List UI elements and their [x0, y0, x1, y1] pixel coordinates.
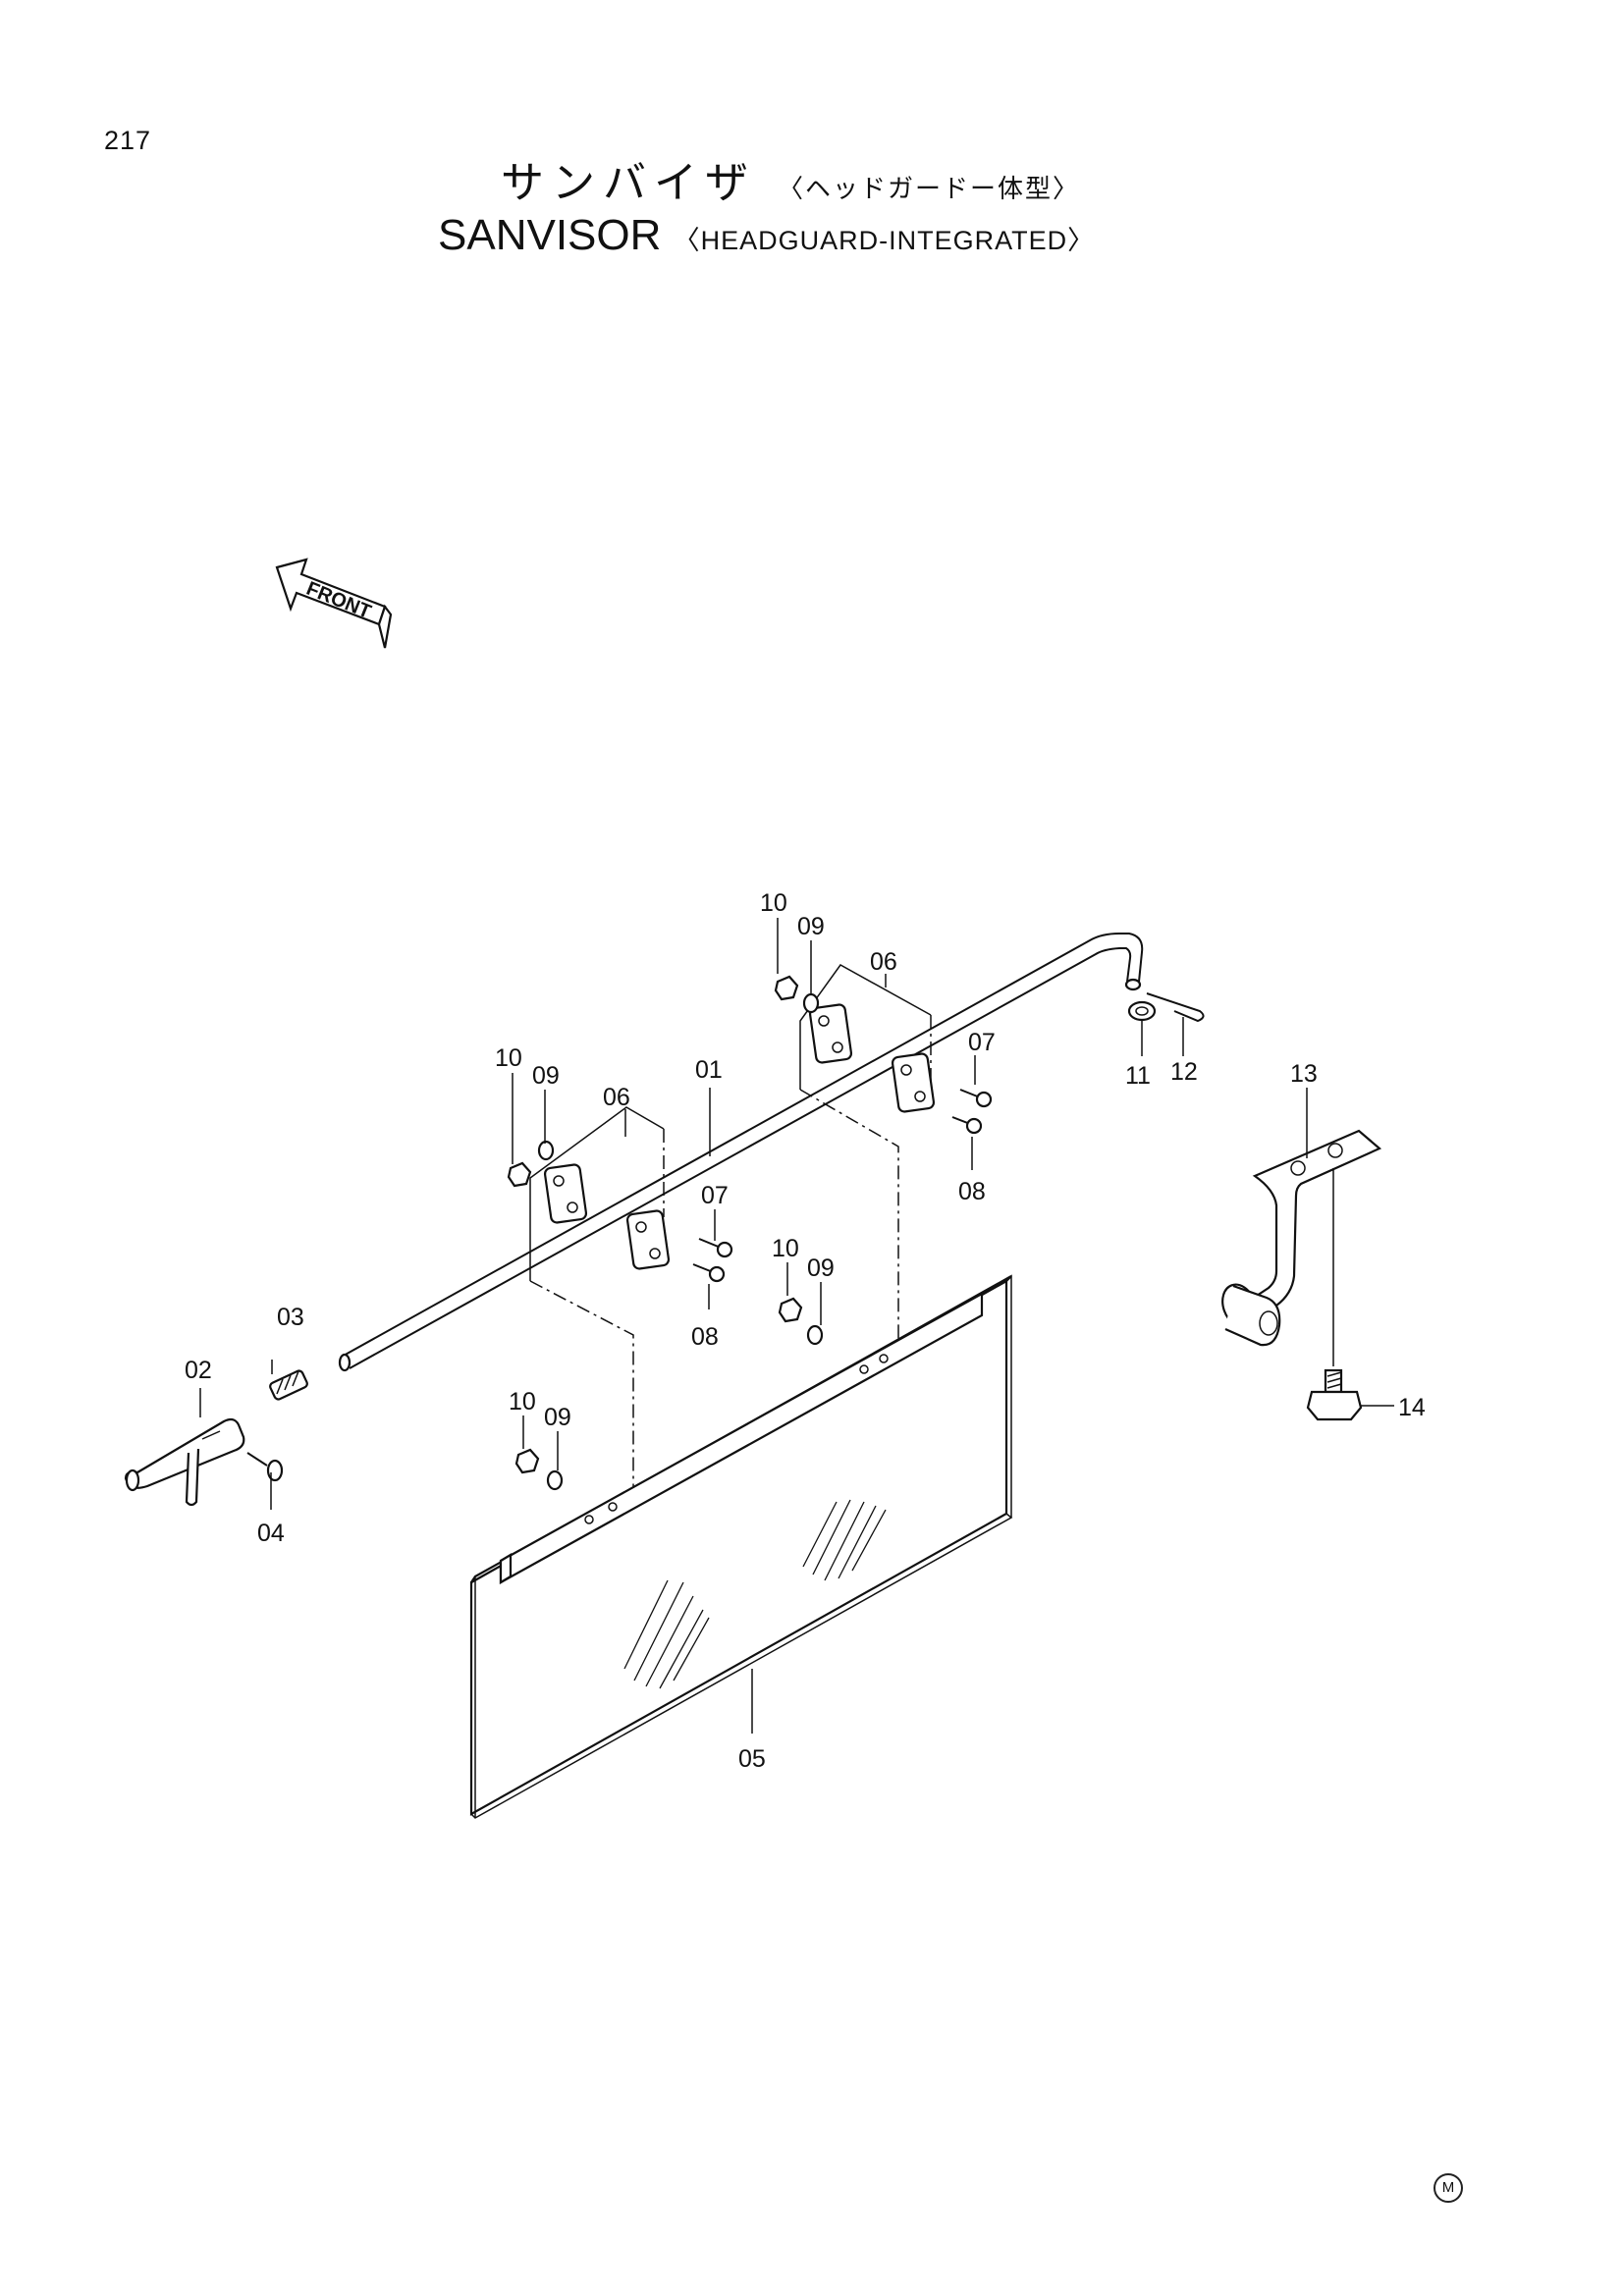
lock-pin-02 — [124, 1417, 245, 1507]
m-mark-icon: M — [1434, 2173, 1463, 2203]
bolt-07-b — [959, 1089, 993, 1108]
washer-09-a — [537, 1140, 555, 1161]
hinge-right-a — [808, 1003, 853, 1064]
front-arrow-icon: FRONT — [275, 558, 393, 649]
bracket-13 — [1221, 1129, 1382, 1347]
callout-04: 04 — [257, 1520, 285, 1547]
bolt-08-b — [951, 1116, 983, 1135]
hinge-left-a — [543, 1163, 588, 1224]
callout-09-c: 09 — [807, 1255, 835, 1282]
washer-11 — [1127, 1000, 1157, 1022]
title-english-sub: 〈HEADGUARD-INTEGRATED〉 — [673, 226, 1096, 255]
callout-08-right: 08 — [958, 1178, 986, 1205]
callout-08-left: 08 — [691, 1323, 719, 1351]
leader-lines — [199, 918, 1394, 1734]
callout-10-b: 10 — [760, 889, 787, 917]
title-japanese-main: サンバイザ — [501, 158, 756, 208]
nut-10-c — [778, 1297, 803, 1323]
hinge-left-b — [625, 1209, 671, 1270]
title-english: SANVISOR 〈HEADGUARD-INTEGRATED〉 — [438, 211, 1095, 260]
support-rod — [338, 933, 1144, 1372]
callout-09-b: 09 — [797, 913, 825, 940]
nut-10-a — [507, 1161, 532, 1188]
nut-10-b — [774, 975, 799, 1001]
front-arrow-label: FRONT — [303, 578, 374, 623]
screw-04 — [246, 1452, 284, 1482]
sun-visor-panel-05 — [469, 1274, 1013, 1819]
callout-02: 02 — [185, 1357, 212, 1384]
callout-12: 12 — [1170, 1058, 1198, 1086]
spring-03 — [269, 1369, 308, 1401]
bolt-08-a — [692, 1263, 726, 1283]
bolt-14 — [1306, 1368, 1363, 1421]
title-japanese-sub: 〈ヘッドガードー体型〉 — [778, 175, 1081, 204]
callout-10-a: 10 — [495, 1044, 522, 1072]
callout-09-a: 09 — [532, 1062, 560, 1090]
title-japanese: サンバイザ 〈ヘッドガードー体型〉 — [501, 147, 1080, 210]
callout-01: 01 — [695, 1056, 723, 1084]
washer-09-c — [806, 1324, 824, 1346]
callout-10-c: 10 — [772, 1235, 799, 1262]
hinge-right-b — [891, 1052, 936, 1113]
hinge-plate-right — [799, 964, 932, 1364]
callout-07-right: 07 — [968, 1029, 996, 1056]
callout-09-d: 09 — [544, 1404, 571, 1431]
nut-10-d — [514, 1448, 540, 1474]
callout-13: 13 — [1290, 1060, 1318, 1088]
callout-06-left: 06 — [603, 1084, 630, 1111]
callout-14: 14 — [1398, 1394, 1426, 1421]
bolt-07-a — [698, 1238, 733, 1258]
callout-07-left: 07 — [701, 1182, 729, 1209]
washer-09-d — [546, 1469, 564, 1491]
glass-reflection-hatch — [623, 1499, 887, 1689]
callout-05: 05 — [738, 1745, 766, 1773]
page-number: 217 — [104, 126, 152, 155]
callout-11: 11 — [1125, 1062, 1151, 1090]
title-english-main: SANVISOR — [438, 211, 662, 259]
hinge-plate-left — [529, 1106, 665, 1520]
pin-12 — [1146, 992, 1205, 1023]
washer-09-b — [802, 992, 820, 1014]
callout-10-d: 10 — [509, 1388, 536, 1415]
callout-06-right: 06 — [870, 948, 897, 976]
callout-03: 03 — [277, 1304, 304, 1331]
